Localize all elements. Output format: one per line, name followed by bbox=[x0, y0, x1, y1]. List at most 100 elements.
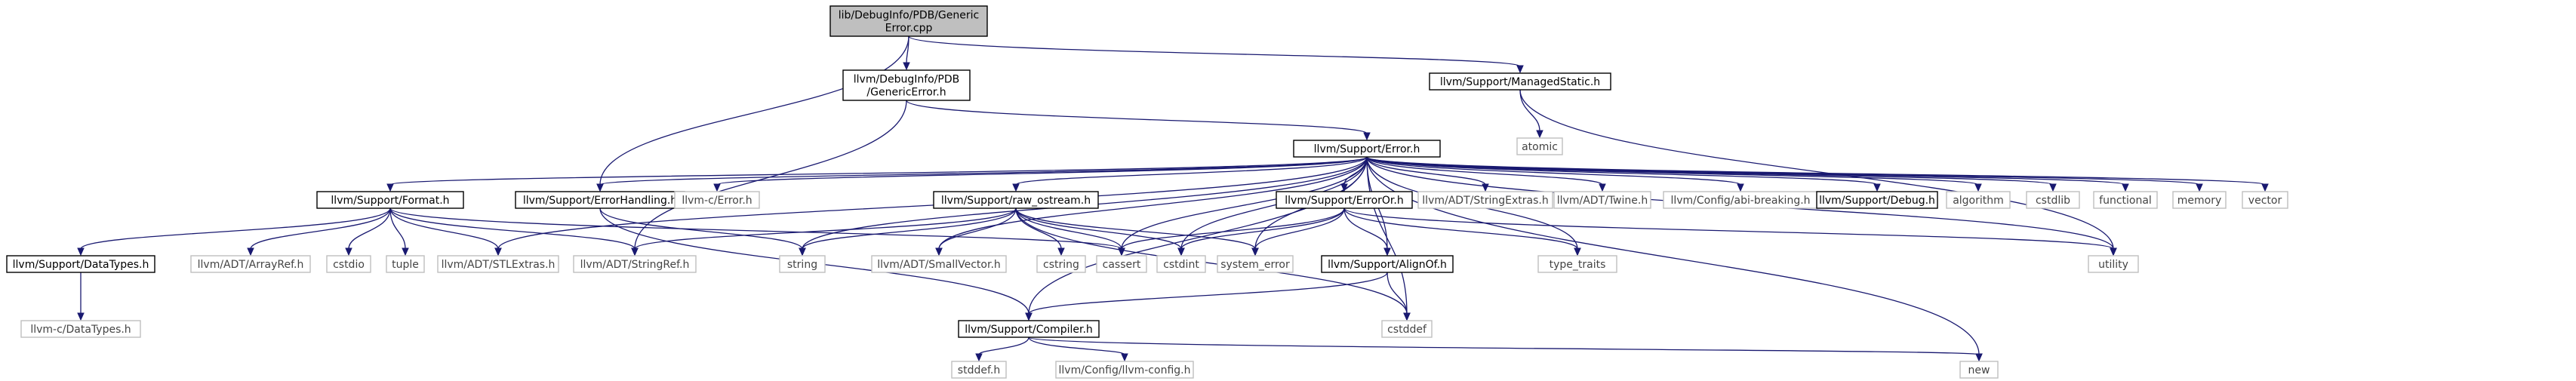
graph-node-abi-breaking[interactable]: llvm/Config/abi-breaking.h bbox=[1663, 191, 1818, 209]
node-label: cstdlib bbox=[2036, 195, 2070, 207]
edge-arrowhead bbox=[2196, 183, 2203, 192]
node-box bbox=[1321, 255, 1454, 273]
dependency-edge bbox=[1343, 207, 1578, 250]
dependency-edge bbox=[1028, 336, 1125, 355]
graph-node-memory[interactable]: memory bbox=[2172, 191, 2227, 209]
dependency-edge bbox=[1180, 207, 1345, 250]
node-box bbox=[951, 361, 1007, 379]
node-box bbox=[1055, 361, 1194, 379]
graph-node-algorithm[interactable]: algorithm bbox=[1946, 191, 2011, 209]
graph-node-arrayref[interactable]: llvm/ADT/ArrayRef.h bbox=[190, 255, 311, 273]
node-label: cstring bbox=[1043, 259, 1079, 271]
dependency-edge bbox=[1015, 207, 1122, 250]
edge-arrowhead bbox=[494, 247, 502, 257]
edge-arrowhead bbox=[1873, 183, 1881, 192]
node-label: llvm/Support/Debug.h bbox=[1819, 195, 1935, 207]
node-box bbox=[933, 191, 1099, 209]
dependency-edge bbox=[716, 156, 1368, 186]
graph-node-cstdlib[interactable]: cstdlib bbox=[2026, 191, 2080, 209]
edge-arrowhead bbox=[1482, 183, 1489, 192]
graph-node-smallvector[interactable]: llvm/ADT/SmallVector.h bbox=[871, 255, 1007, 273]
graph-node-vector[interactable]: vector bbox=[2242, 191, 2288, 209]
graph-node-root[interactable]: lib/DebugInfo/PDB/GenericError.cpp bbox=[829, 5, 988, 37]
edge-arrowhead bbox=[1025, 312, 1033, 321]
edge-arrowhead bbox=[1118, 247, 1125, 257]
graph-node-c-error[interactable]: llvm-c/Error.h bbox=[674, 191, 760, 209]
graph-node-managedstatic[interactable]: llvm/Support/ManagedStatic.h bbox=[1429, 72, 1611, 91]
dependency-edge bbox=[1366, 156, 1741, 186]
node-label: string bbox=[787, 259, 817, 271]
graph-node-string[interactable]: string bbox=[779, 255, 826, 273]
node-label: system_error bbox=[1220, 259, 1290, 271]
node-label: tuple bbox=[392, 259, 419, 271]
graph-node-cstdio[interactable]: cstdio bbox=[326, 255, 371, 273]
graph-node-system-error[interactable]: system_error bbox=[1217, 255, 1294, 273]
graph-node-twine[interactable]: llvm/ADT/Twine.h bbox=[1553, 191, 1651, 209]
graph-node-datatypes[interactable]: llvm/Support/DataTypes.h bbox=[6, 255, 155, 273]
dependency-edge bbox=[1519, 89, 1540, 132]
dependency-edge bbox=[938, 207, 1017, 250]
node-box bbox=[871, 255, 1007, 273]
graph-node-errorhandling[interactable]: llvm/Support/ErrorHandling.h bbox=[515, 191, 685, 209]
graph-node-alignof[interactable]: llvm/Support/AlignOf.h bbox=[1321, 255, 1454, 273]
dependency-edge bbox=[1386, 272, 1408, 315]
graph-node-cstdint[interactable]: cstdint bbox=[1156, 255, 1206, 273]
edge-arrowhead bbox=[1057, 247, 1065, 257]
graph-node-stddef[interactable]: stddef.h bbox=[951, 361, 1007, 379]
node-box bbox=[437, 255, 559, 273]
graph-node-erroror[interactable]: llvm/Support/ErrorOr.h bbox=[1276, 191, 1413, 209]
node-label: llvm-c/DataTypes.h bbox=[30, 324, 131, 336]
dependency-edge bbox=[389, 207, 636, 250]
node-label: type_traits bbox=[1550, 259, 1606, 271]
node-box bbox=[1293, 140, 1441, 158]
node-box bbox=[2026, 191, 2080, 209]
edge-arrowhead bbox=[935, 247, 943, 257]
node-label: llvm/ADT/STLExtras.h bbox=[442, 259, 556, 271]
edge-arrowhead bbox=[1536, 130, 1543, 139]
graph-node-cstring[interactable]: cstring bbox=[1036, 255, 1086, 273]
graph-node-cstddef[interactable]: cstddef bbox=[1381, 320, 1433, 338]
edge-arrowhead bbox=[77, 247, 85, 257]
dependency-edge bbox=[1028, 272, 1388, 315]
graph-node-tuple[interactable]: tuple bbox=[386, 255, 425, 273]
node-box bbox=[1429, 72, 1611, 91]
graph-node-type-traits[interactable]: type_traits bbox=[1537, 255, 1617, 273]
graph-node-atomic[interactable]: atomic bbox=[1516, 137, 1563, 155]
node-label: cassert bbox=[1103, 259, 1141, 271]
edge-arrowhead bbox=[1383, 247, 1391, 257]
node-label: llvm/Support/DataTypes.h bbox=[13, 259, 149, 271]
edge-arrowhead bbox=[1012, 183, 1020, 192]
edge-arrowhead bbox=[1737, 183, 1744, 192]
graph-node-pdb-generic[interactable]: llvm/DebugInfo/PDB/GenericError.h bbox=[842, 69, 971, 101]
dependency-edge bbox=[80, 207, 391, 250]
graph-node-stlextras[interactable]: llvm/ADT/STLExtras.h bbox=[437, 255, 559, 273]
graph-node-stringref[interactable]: llvm/ADT/StringRef.h bbox=[573, 255, 697, 273]
node-box bbox=[1553, 191, 1651, 209]
dependency-edge bbox=[1028, 336, 1980, 355]
node-box bbox=[6, 255, 155, 273]
edge-arrowhead bbox=[799, 247, 806, 257]
graph-node-utility[interactable]: utility bbox=[2088, 255, 2139, 273]
graph-node-llvm-config[interactable]: llvm/Config/llvm-config.h bbox=[1055, 361, 1194, 379]
edge-arrowhead bbox=[713, 183, 721, 192]
edge-arrowhead bbox=[2122, 183, 2129, 192]
node-label: llvm/ADT/ArrayRef.h bbox=[198, 259, 304, 271]
node-label: utility bbox=[2098, 259, 2128, 271]
dependency-edge bbox=[1015, 207, 1182, 250]
graph-node-raw-ostream[interactable]: llvm/Support/raw_ostream.h bbox=[933, 191, 1099, 209]
graph-node-compiler[interactable]: llvm/Support/Compiler.h bbox=[958, 320, 1100, 338]
graph-node-stringextras[interactable]: llvm/ADT/StringExtras.h bbox=[1417, 191, 1553, 209]
graph-node-new[interactable]: new bbox=[1959, 361, 1999, 379]
graph-node-error-h[interactable]: llvm/Support/Error.h bbox=[1293, 140, 1441, 158]
graph-node-debug-h[interactable]: llvm/Support/Debug.h bbox=[1816, 191, 1938, 209]
node-label: Error.cpp bbox=[885, 23, 933, 35]
node-label: llvm/Support/AlignOf.h bbox=[1328, 259, 1447, 271]
graph-node-functional[interactable]: functional bbox=[2093, 191, 2158, 209]
edge-arrowhead bbox=[77, 312, 85, 321]
graph-node-c-datatypes[interactable]: llvm-c/DataTypes.h bbox=[20, 320, 141, 338]
node-box bbox=[1959, 361, 1999, 379]
graph-node-cassert[interactable]: cassert bbox=[1096, 255, 1147, 273]
edge-arrowhead bbox=[2110, 247, 2117, 257]
graph-node-format-h[interactable]: llvm/Support/Format.h bbox=[316, 191, 464, 209]
edge-arrowhead bbox=[402, 247, 409, 257]
